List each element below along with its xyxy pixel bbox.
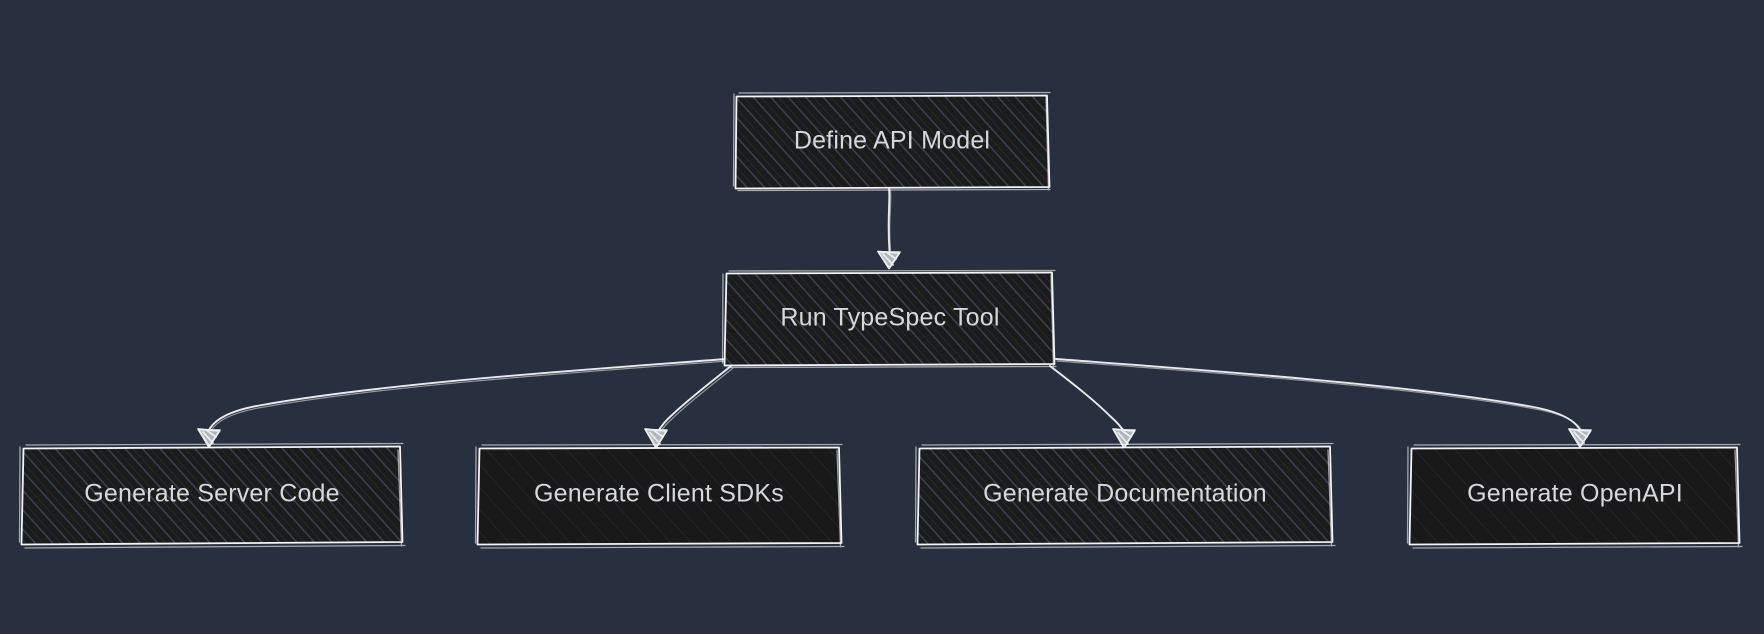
node-border-sketch	[732, 91, 1051, 192]
node-border-sketch	[721, 269, 1057, 369]
node-border-sketch	[18, 442, 406, 549]
arrowhead-sketch-icon	[1568, 428, 1592, 448]
node-border-sketch	[474, 443, 845, 549]
node-generate-openapi[interactable]: Generate OpenAPI	[1406, 443, 1743, 549]
node-border-sketch	[914, 442, 1336, 549]
arrowhead-sketch-icon	[877, 250, 901, 270]
edge-line	[1049, 365, 1126, 434]
node-border	[734, 94, 1051, 190]
node-border	[916, 445, 1334, 546]
arrowhead-hatch-icon	[1573, 429, 1588, 444]
arrowhead-hatch-icon	[202, 429, 217, 444]
arrowhead-hatch-icon	[882, 251, 897, 266]
edge-line	[208, 358, 727, 431]
edge-line	[1055, 358, 1581, 431]
edge-line	[656, 365, 732, 434]
edges-group	[197, 187, 1592, 449]
arrowhead-hatch-icon	[649, 429, 664, 445]
node-generate-server-code[interactable]: Generate Server Code	[18, 442, 406, 549]
arrowhead-sketch-icon	[644, 428, 668, 449]
node-label: Define API Model	[794, 127, 990, 155]
node-background	[725, 272, 1055, 365]
node-label: Generate Client SDKs	[534, 480, 784, 508]
node-label: Generate OpenAPI	[1467, 480, 1683, 508]
node-label: Generate Documentation	[983, 480, 1267, 508]
node-background	[22, 446, 403, 544]
node-label: Run TypeSpec Tool	[780, 304, 999, 332]
edge-run-to-server	[197, 358, 728, 448]
edge-line	[887, 187, 891, 252]
node-define-api-model[interactable]: Define API Model	[732, 91, 1051, 192]
arrowhead-sketch-icon	[197, 428, 221, 448]
edge-line-sketch	[1051, 367, 1128, 435]
edge-line-sketch	[1056, 360, 1583, 432]
edge-line-sketch	[658, 367, 734, 435]
node-generate-documentation[interactable]: Generate Documentation	[914, 442, 1336, 549]
node-border-sketch	[1406, 443, 1743, 549]
node-background	[736, 95, 1050, 188]
node-run-typespec-tool[interactable]: Run TypeSpec Tool	[721, 269, 1057, 369]
arrowhead-sketch-icon	[1112, 428, 1136, 449]
node-background	[918, 446, 1333, 544]
arrowhead-hatch-icon	[1117, 429, 1132, 445]
node-border	[1408, 446, 1741, 546]
node-label: Generate Server Code	[84, 480, 340, 508]
node-background	[478, 447, 842, 544]
edge-run-to-sdks	[644, 365, 734, 449]
edge-line-sketch	[210, 360, 728, 432]
node-border	[723, 271, 1056, 367]
edge-line-sketch	[889, 189, 892, 251]
node-generate-client-sdks[interactable]: Generate Client SDKs	[474, 443, 845, 549]
node-border	[20, 445, 404, 546]
edge-define-to-run	[877, 187, 901, 270]
edge-run-to-openapi	[1055, 358, 1592, 448]
edge-run-to-docs	[1049, 365, 1136, 449]
node-background	[1410, 447, 1740, 544]
node-border	[476, 446, 843, 546]
